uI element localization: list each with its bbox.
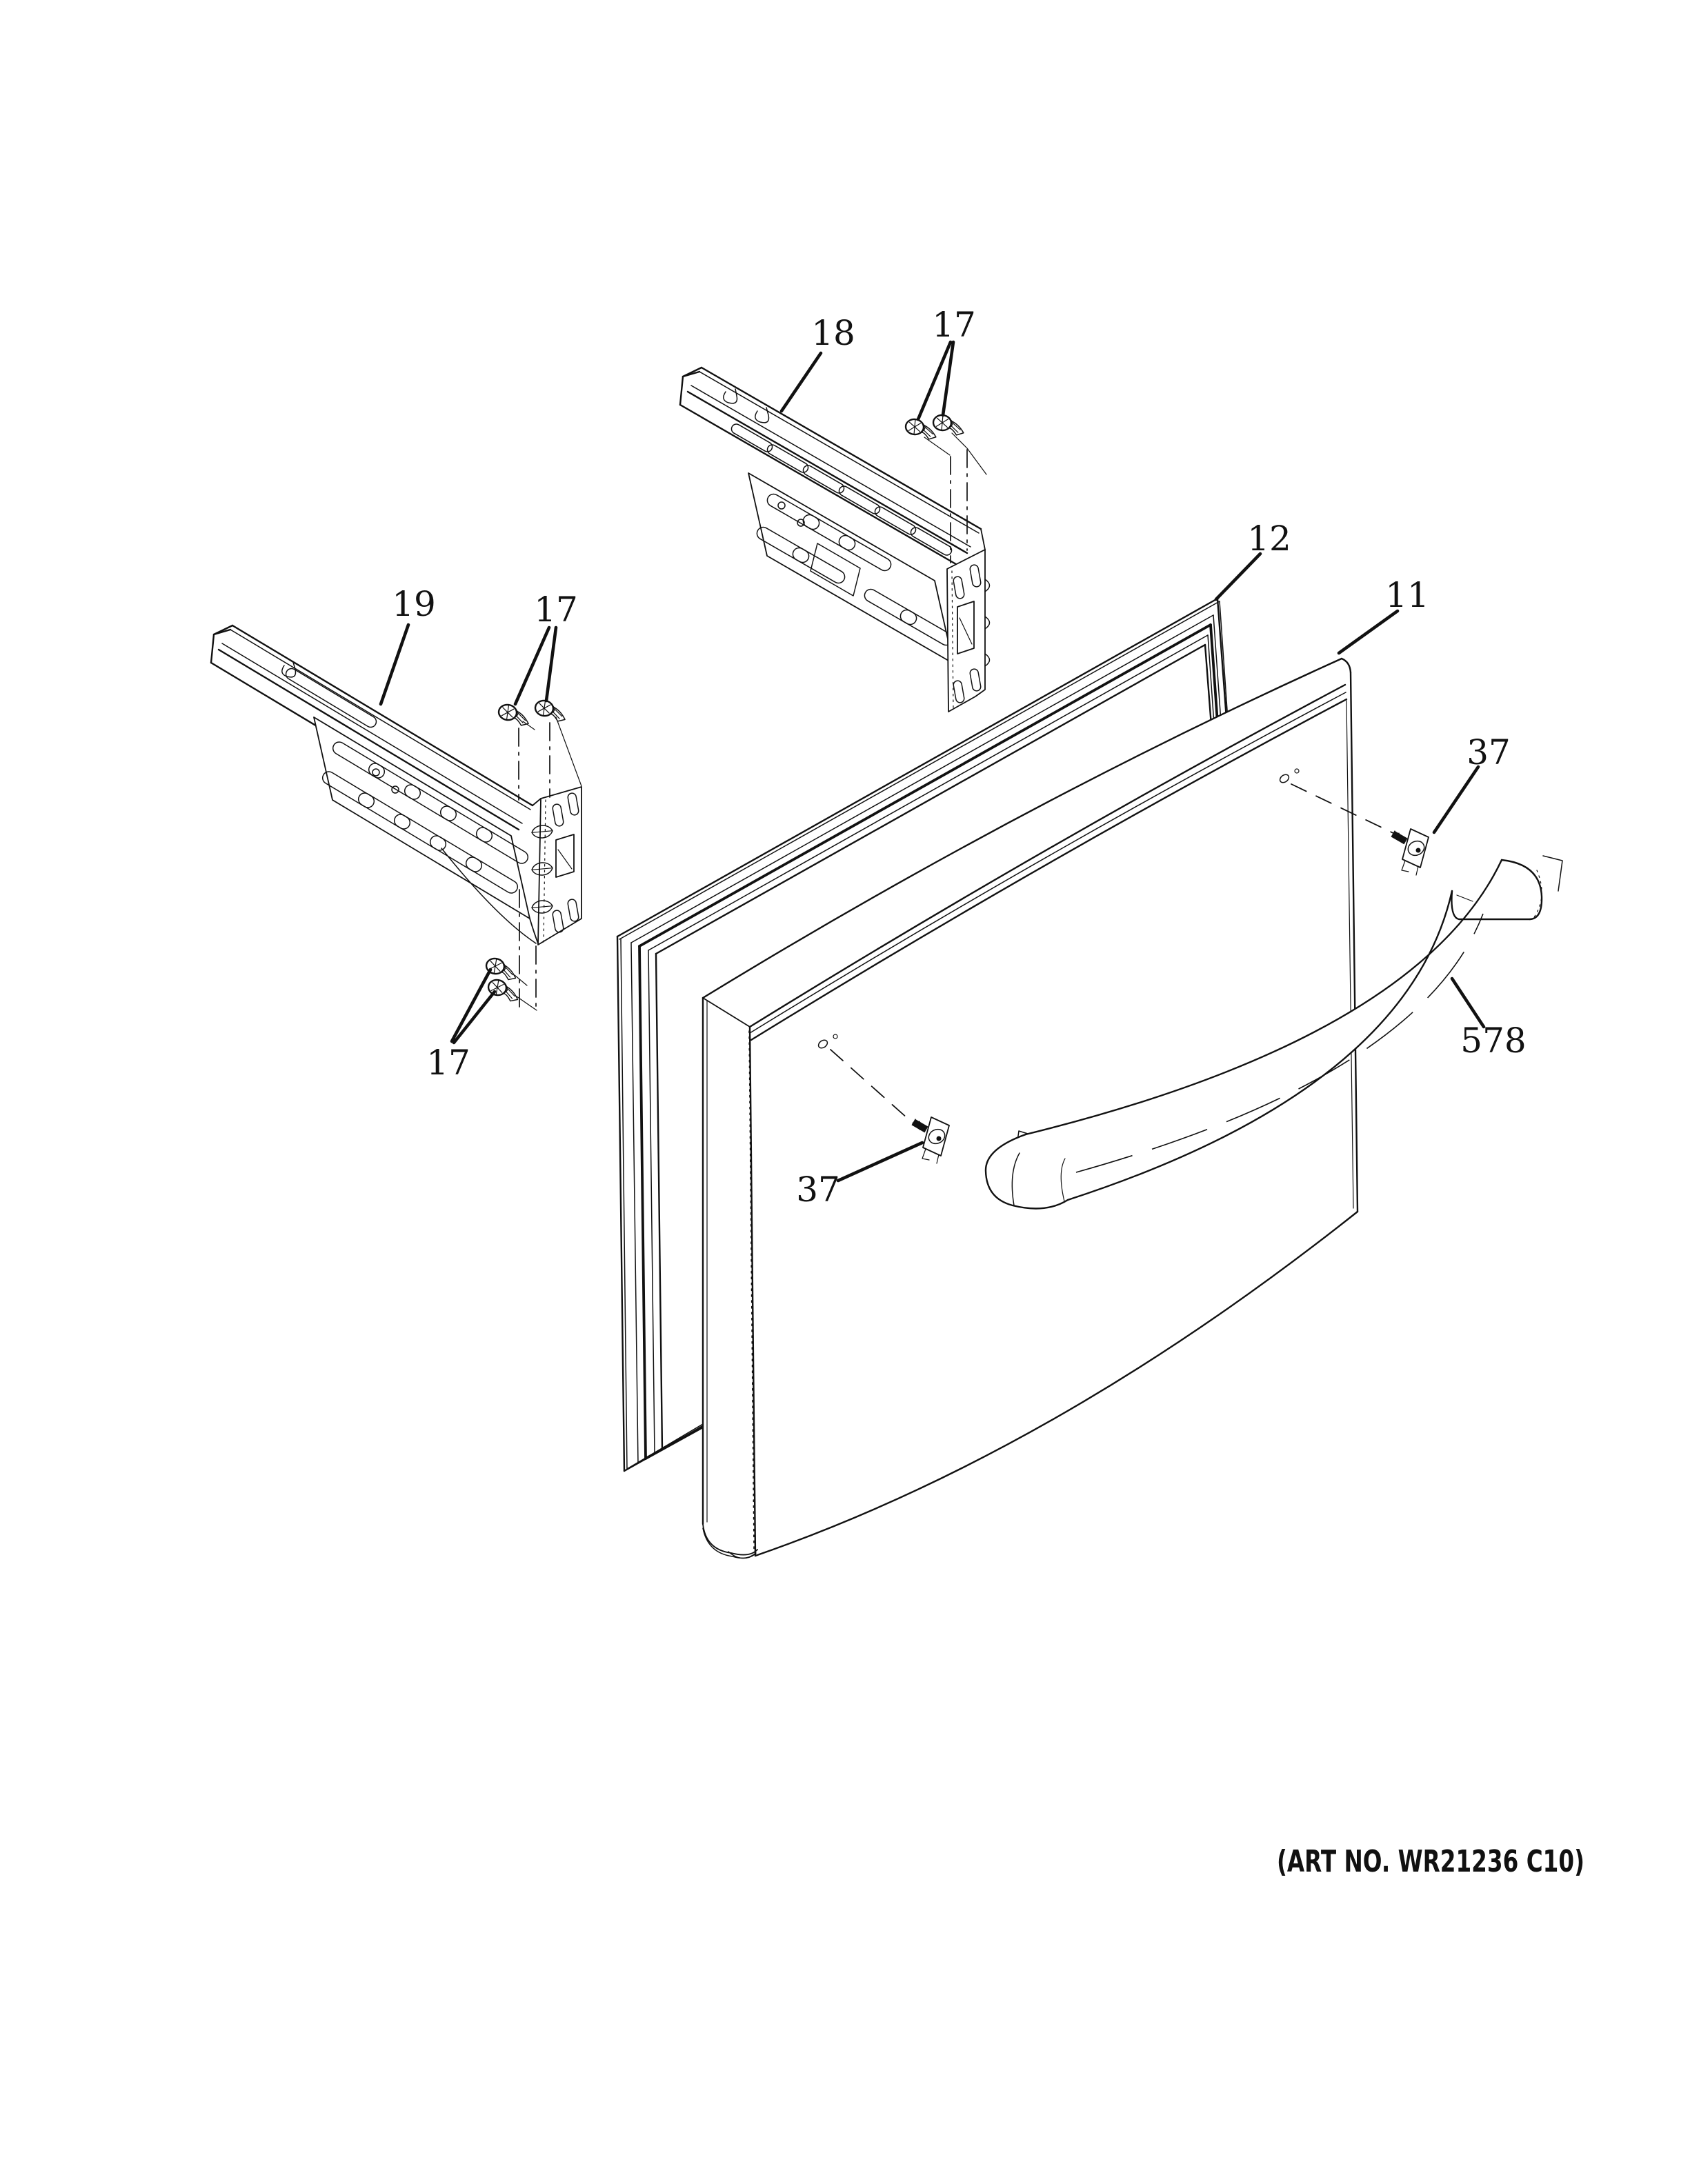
fastener-icon: [1393, 829, 1429, 875]
leader-11: [1337, 609, 1400, 655]
leader-19: [379, 623, 410, 706]
part-12-door-gasket: [616, 597, 1229, 1472]
part-18-top-bracket: [679, 366, 991, 712]
screw-icon: [486, 977, 521, 1003]
leader-18: [779, 351, 823, 413]
callout-leader-lines: [379, 340, 1486, 1183]
callout-12: 12: [1247, 519, 1291, 559]
leader-578: [1450, 976, 1486, 1029]
part-578-door-handle: [984, 855, 1563, 1210]
leader-37-right: [1432, 765, 1480, 834]
callout-578: 578: [1460, 1021, 1526, 1061]
leader-37-left: [836, 1141, 924, 1183]
part-19-left-bracket: [210, 624, 582, 945]
handle-pilot-hole-right: [1279, 768, 1300, 783]
leader-17-top: [916, 340, 955, 421]
leader-17-left: [513, 625, 558, 706]
callout-17-bottom: 17: [426, 1043, 470, 1083]
callout-18: 18: [811, 313, 855, 353]
callout-11: 11: [1385, 575, 1429, 615]
callout-labels: 18 17 19 17 17 12 11 37 37 578: [392, 305, 1527, 1210]
callout-17-left: 17: [534, 590, 578, 630]
part-11-freezer-door: [702, 657, 1359, 1559]
callout-37-left: 37: [796, 1170, 840, 1210]
handle-pilot-hole-left: [817, 1034, 838, 1049]
callout-37-right: 37: [1467, 732, 1511, 772]
leader-12: [1214, 552, 1262, 601]
screw-icon: [931, 413, 966, 437]
callout-17-top: 17: [932, 305, 976, 345]
assembly-guide-lines: [514, 432, 1398, 1130]
art-number-label: (ART NO. WR21236 C10): [1277, 1844, 1584, 1879]
screw-icon: [533, 699, 568, 723]
screw-icon: [904, 417, 939, 441]
leader-17-bottom: [450, 968, 497, 1045]
callout-19: 19: [392, 584, 436, 624]
